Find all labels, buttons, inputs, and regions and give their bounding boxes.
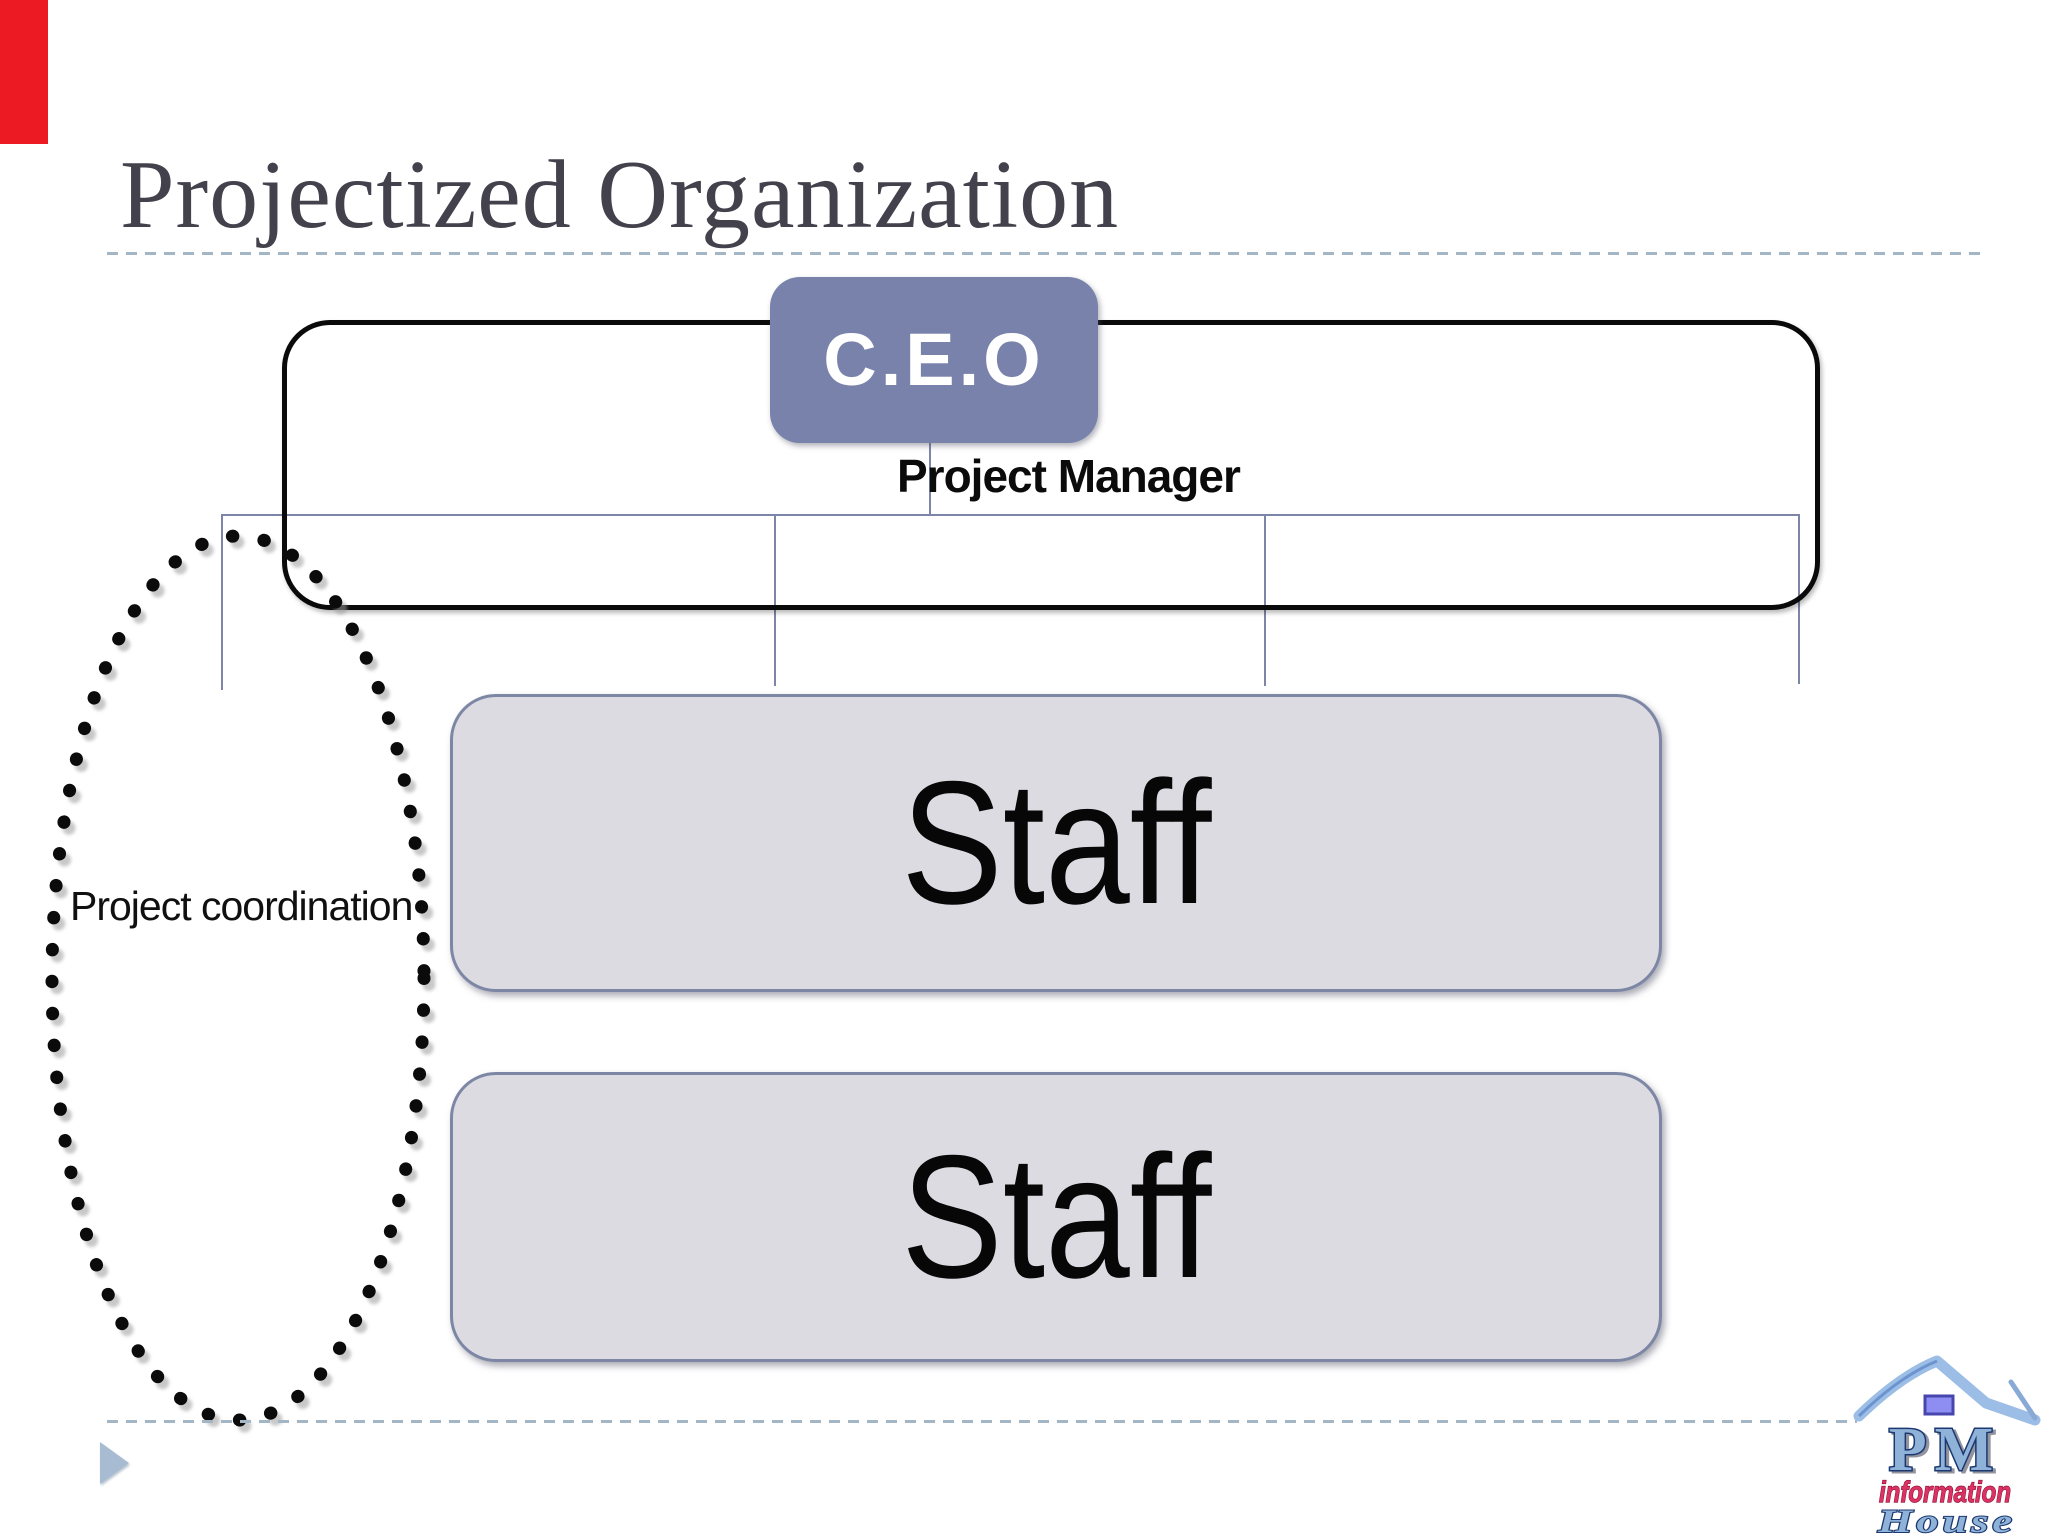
staff-label-2: Staff: [900, 1119, 1212, 1315]
logo-roof-right-edge: [2008, 1379, 2038, 1421]
slide-title: Projectized Organization: [120, 141, 1120, 249]
footer-divider: [107, 1420, 1857, 1423]
logo-text-house: House: [1877, 1504, 2016, 1536]
coordination-label: Project coordination: [70, 883, 413, 929]
connector-ceo-drop: [929, 443, 931, 514]
project-manager-label: Project Manager: [897, 450, 1241, 502]
staff-label-1: Staff: [900, 745, 1212, 941]
logo-roof-edge: [1857, 1359, 1938, 1418]
coordination-ellipse: [45, 529, 436, 1433]
logo-window: [1923, 1394, 1955, 1416]
ceo-label: C.E.O: [823, 318, 1045, 401]
title-divider: [107, 252, 1985, 255]
connector-drop-2: [774, 514, 776, 686]
pm-house-logo: PM information House: [1845, 1350, 2045, 1536]
connector-horizontal-rail: [221, 514, 1800, 516]
next-slide-arrow[interactable]: [100, 1442, 129, 1484]
red-accent-bar: [0, 0, 48, 144]
connector-drop-3: [1264, 514, 1266, 686]
ceo-node: C.E.O: [770, 277, 1098, 443]
logo-text-pm: PM: [1889, 1416, 2001, 1484]
staff-card-1: Staff: [450, 694, 1662, 992]
staff-card-2: Staff: [450, 1072, 1662, 1362]
connector-drop-1: [221, 514, 223, 690]
logo-text-information: information: [1879, 1476, 2011, 1509]
